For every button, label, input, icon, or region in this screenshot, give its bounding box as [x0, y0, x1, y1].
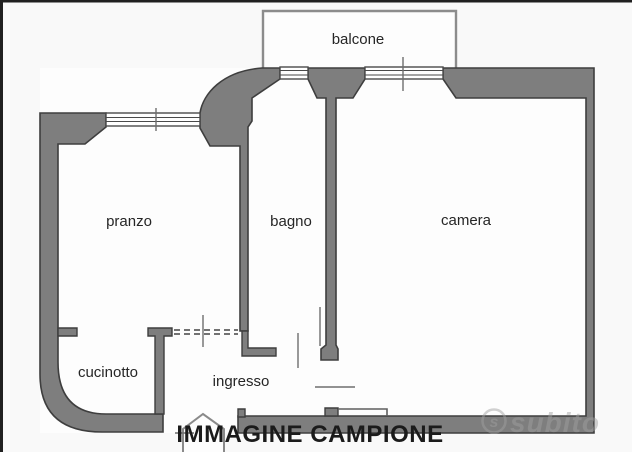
caption-text: IMMAGINE CAMPIONE [176, 421, 443, 448]
window-bagno-balcony [279, 66, 309, 80]
wall-threshold-tab [324, 407, 339, 417]
threshold-step-line [338, 408, 388, 416]
wall-perimeter-right-bottom [237, 67, 595, 434]
wall-bagno-camera-divider [307, 67, 366, 361]
balcony-outline [261, 9, 458, 68]
entrance-door-symbol [175, 412, 225, 452]
wall-top-left-curve-and-pranzo-bagno-divider [199, 67, 281, 332]
s-circle-logo-letter: s [490, 414, 499, 431]
wall-cucinotto-stub [57, 327, 78, 337]
watermark-brand-text: subito [510, 407, 600, 438]
room-label-ingresso: ingresso [213, 373, 270, 390]
wall-bottom-end-cap [237, 408, 246, 418]
wall-bagno-door-jamb [241, 330, 277, 357]
balcony-floor [263, 11, 456, 68]
photo-border-left [0, 0, 3, 452]
wall-perimeter-left-curved [39, 112, 164, 433]
window-camera-balcony [364, 57, 444, 91]
room-label-cucinotto: cucinotto [78, 364, 138, 381]
room-label-pranzo: pranzo [106, 213, 152, 230]
window-pranzo [105, 108, 201, 131]
wall-cucinotto-right [147, 327, 173, 415]
s-circle-logo-icon [481, 408, 507, 434]
room-label-bagno: bagno [270, 213, 312, 230]
room-label-camera: camera [441, 212, 492, 229]
photo-border-top [0, 0, 632, 3]
room-label-balcone: balcone [332, 31, 385, 48]
subito-watermark: s subito [481, 407, 600, 438]
apartment-floor [40, 68, 594, 433]
